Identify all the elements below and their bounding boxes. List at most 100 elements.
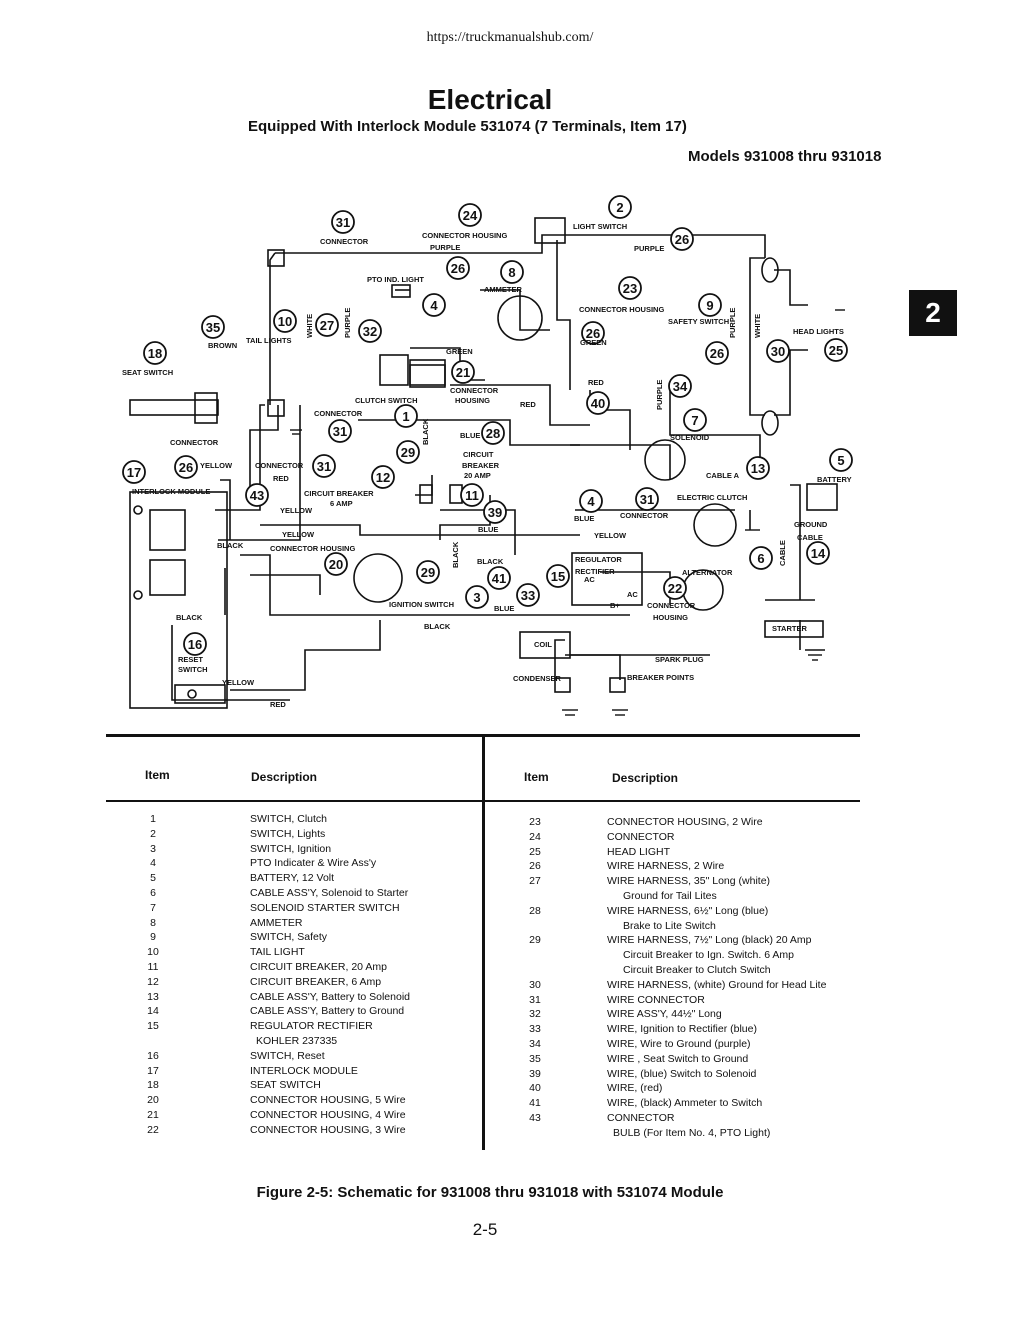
diagram-label: CONNECTOR HOUSING bbox=[579, 305, 664, 314]
diagram-label: YELLOW bbox=[594, 531, 627, 540]
diagram-label: CLUTCH SWITCH bbox=[355, 396, 418, 405]
item-description: CABLE ASS'Y, Battery to Ground bbox=[250, 1005, 405, 1018]
diagram-label: WHITE bbox=[305, 314, 314, 338]
item-description: WIRE HARNESS, 7½" Long (black) 20 Amp bbox=[607, 934, 812, 947]
item-description: WIRE, (red) bbox=[607, 1082, 663, 1095]
callout-circle bbox=[446, 256, 470, 280]
diagram-label: BLACK bbox=[217, 541, 244, 550]
item-description: WIRE HARNESS, 2 Wire bbox=[607, 860, 725, 873]
diagram-label: WHITE bbox=[753, 314, 762, 338]
callout-number: 14 bbox=[811, 546, 826, 561]
callout-circle bbox=[245, 483, 269, 507]
diagram-label: PURPLE bbox=[728, 308, 737, 338]
diagram-label: AMMETER bbox=[484, 285, 522, 294]
diagram-label: CONNECTOR bbox=[255, 461, 304, 470]
diagram-label: YELLOW bbox=[200, 461, 233, 470]
callout-circle bbox=[201, 315, 225, 339]
diagram-label: CABLE bbox=[797, 533, 823, 542]
callout-circle bbox=[683, 408, 707, 432]
callout-circle bbox=[668, 374, 692, 398]
item-number: 22 bbox=[147, 1123, 159, 1136]
source-url[interactable]: https://truckmanualshub.com/ bbox=[426, 30, 594, 45]
item-description: WIRE, Ignition to Rectifier (blue) bbox=[607, 1023, 757, 1036]
callout-circle bbox=[581, 321, 605, 345]
diagram-label: PURPLE bbox=[655, 380, 664, 410]
diagram-label: PTO IND. LIGHT bbox=[367, 275, 424, 284]
callout-number: 18 bbox=[148, 346, 162, 361]
callout-circle bbox=[500, 260, 524, 284]
ignition-switch bbox=[353, 553, 403, 603]
item-number: 20 bbox=[147, 1094, 159, 1107]
callout-circle bbox=[371, 465, 395, 489]
diagram-label: GROUND bbox=[794, 520, 828, 529]
callout-circle bbox=[746, 456, 770, 480]
label-group: CONNECTOR HOUSING LIGHT SWITCH CONNECTOR PU… bbox=[122, 222, 852, 709]
diagram-label: B+ bbox=[610, 601, 620, 610]
diagram-label: BLUE bbox=[460, 431, 480, 440]
item-number: 12 bbox=[147, 975, 159, 988]
diagram-label: RECTIFIER bbox=[575, 567, 615, 576]
item-number: 10 bbox=[147, 946, 159, 959]
item-description: WIRE HARNESS, (white) Ground for Head Li… bbox=[607, 978, 827, 991]
condenser bbox=[554, 677, 571, 693]
callout-circle bbox=[829, 448, 853, 472]
callout-number: 24 bbox=[463, 208, 478, 223]
table-item-header-right: Item bbox=[524, 770, 549, 784]
figure-caption: Figure 2-5: Schematic for 931008 thru 93… bbox=[256, 1184, 724, 1201]
starter bbox=[764, 620, 824, 638]
item-description: WIRE, Wire to Ground (purple) bbox=[607, 1038, 751, 1050]
item-description: CONNECTOR HOUSING, 4 Wire bbox=[250, 1109, 406, 1121]
components bbox=[129, 217, 838, 709]
diagram-label: GREEN bbox=[446, 347, 473, 356]
callout-number: 39 bbox=[488, 505, 502, 520]
diagram-label: RED bbox=[588, 378, 604, 387]
callout-number: 22 bbox=[668, 581, 682, 596]
diagram-label: YELLOW bbox=[280, 506, 313, 515]
diagram-label: ELECTRIC CLUTCH bbox=[677, 493, 747, 502]
diagram-label: BREAKER POINTS bbox=[627, 673, 694, 682]
callout-circle bbox=[749, 546, 773, 570]
callout-circle bbox=[579, 489, 603, 513]
diagram-label: BLACK bbox=[424, 622, 451, 631]
diagram-label: SPARK PLUG bbox=[655, 655, 704, 664]
callout-number: 35 bbox=[206, 320, 220, 335]
callout-number: 8 bbox=[508, 265, 515, 280]
item-number: 39 bbox=[529, 1067, 541, 1080]
callout-number: 29 bbox=[401, 445, 415, 460]
callout-circle bbox=[422, 293, 446, 317]
diagram-label: LIGHT SWITCH bbox=[573, 222, 627, 231]
solenoid bbox=[644, 439, 686, 481]
table-desc-header-right: Description bbox=[612, 771, 679, 785]
item-description: HEAD LIGHT bbox=[607, 845, 671, 858]
page-title: Electrical bbox=[427, 84, 553, 115]
item-number: 5 bbox=[150, 872, 156, 885]
callout-number: 21 bbox=[456, 365, 470, 380]
callout-circle bbox=[546, 564, 570, 588]
callout-number: 43 bbox=[250, 488, 264, 503]
diagram-label: CIRCUIT bbox=[463, 450, 494, 459]
diagram-label: REGULATOR bbox=[575, 555, 622, 564]
callout-number: 3 bbox=[473, 590, 480, 605]
diagram-label: BLUE bbox=[574, 514, 594, 523]
diagram-label: AC bbox=[627, 590, 638, 599]
callout-number: 26 bbox=[451, 261, 465, 276]
diagram-label: SAFETY SWITCH bbox=[668, 317, 729, 326]
callout-number: 23 bbox=[623, 281, 637, 296]
item-description: Ground for Tail Lites bbox=[623, 890, 717, 902]
callout-number: 12 bbox=[376, 470, 390, 485]
models-label: Models 931008 thru 931018 bbox=[688, 148, 882, 165]
item-number: 34 bbox=[529, 1038, 541, 1050]
item-number: 25 bbox=[529, 845, 541, 858]
item-number: 9 bbox=[150, 931, 156, 944]
diagram-label: CABLE bbox=[778, 540, 787, 566]
electric-clutch bbox=[693, 503, 737, 547]
callout-circle bbox=[460, 483, 484, 507]
diagram-label: CONNECTOR bbox=[170, 438, 219, 447]
callout-number: 26 bbox=[586, 326, 600, 341]
callout-number: 31 bbox=[317, 459, 331, 474]
diagram-label: CONNECTOR bbox=[450, 386, 499, 395]
diagram-label: PURPLE bbox=[343, 308, 352, 338]
item-description: SWITCH, Reset bbox=[250, 1049, 325, 1062]
